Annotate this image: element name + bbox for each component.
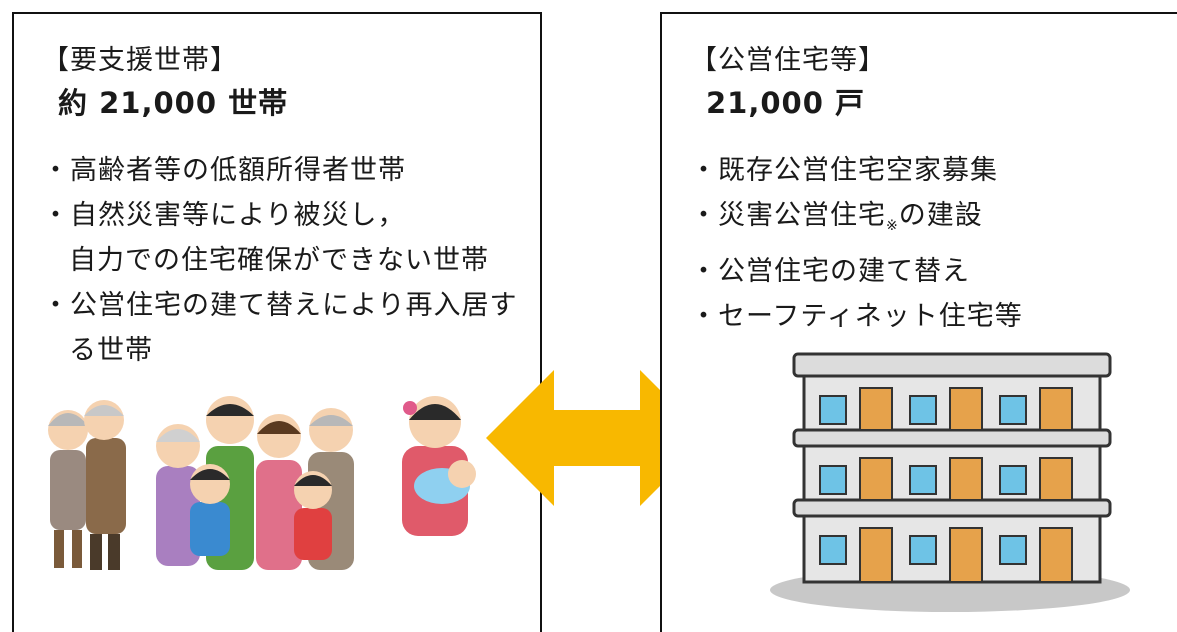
list-item: ・災害公営住宅※の建設: [690, 200, 983, 234]
household-list: ・高齢者等の低額所得者世帯 ・自然災害等により被災し， 自力での住宅確保ができな…: [42, 148, 517, 373]
list-item: ・自然災害等により被災し， 自力での住宅確保ができない世帯: [42, 200, 489, 276]
note-mark: ※: [886, 218, 899, 234]
list-item: ・公営住宅の建て替え: [690, 256, 970, 287]
elderly-couple-figure: [48, 400, 126, 570]
household-count: 約 21,000 世帯: [58, 86, 289, 120]
family-figure: [156, 396, 354, 570]
panel-title: 【要支援世帯】: [42, 45, 238, 76]
list-item: ・既存公営住宅空家募集: [690, 155, 998, 186]
list-item: ・公営住宅の建て替えにより再入居す る世帯: [42, 290, 518, 366]
double-arrow-icon: [486, 370, 708, 506]
list-item: ・高齢者等の低額所得者世帯: [42, 155, 406, 186]
panel-title: 【公営住宅等】: [690, 45, 886, 76]
housing-list: ・既存公営住宅空家募集 ・災害公営住宅※の建設 ・公営住宅の建て替え ・セーフテ…: [690, 148, 1023, 339]
mother-with-baby-figure: [402, 396, 476, 536]
family-group-illustration: [48, 396, 476, 570]
list-item: ・セーフティネット住宅等: [690, 301, 1023, 332]
housing-count: 21,000 戸: [706, 86, 866, 120]
apartment-building-illustration: [770, 352, 1130, 612]
